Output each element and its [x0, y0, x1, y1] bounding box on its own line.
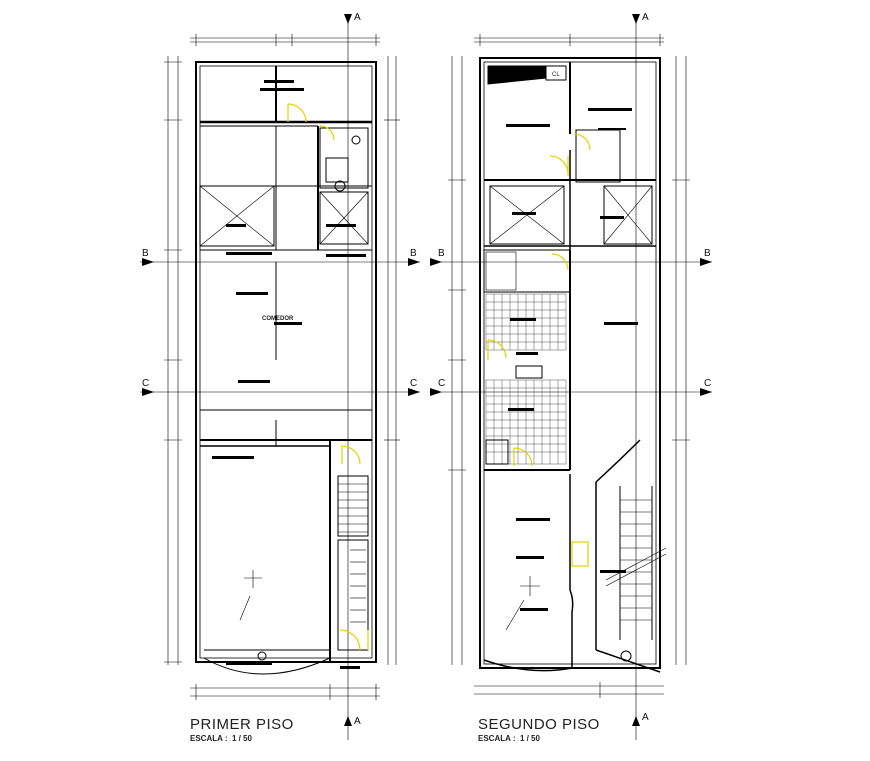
- scale-label-primer-piso: ESCALA : 1 / 50: [190, 734, 252, 743]
- room-label-comedor: COMEDOR: [262, 316, 294, 322]
- scale-label-segundo-piso: ESCALA : 1 / 50: [478, 734, 540, 743]
- axis-b-left-label: B: [142, 248, 149, 259]
- axis-b-right-label-2: B: [704, 248, 711, 259]
- plan-title-primer-piso: PRIMER PISO: [190, 716, 294, 733]
- axis-c-right-label: C: [410, 378, 418, 389]
- scale-label-text: ESCALA :: [190, 734, 228, 743]
- axis-c-right-label-2: C: [704, 378, 712, 389]
- axis-c-left-label: C: [142, 378, 150, 389]
- scale-value: 1 / 50: [519, 734, 540, 743]
- axis-b-right-label: B: [410, 248, 417, 259]
- axis-a-bottom-label: A: [354, 716, 361, 727]
- axis-markers: [142, 14, 712, 726]
- scale-label-text: ESCALA :: [478, 734, 516, 743]
- axis-c-left-label-2: C: [438, 378, 446, 389]
- axis-a-top-label-2: A: [642, 12, 649, 23]
- room-label-closet: CL: [552, 72, 560, 78]
- segundo-piso-plan: [430, 14, 712, 740]
- scale-value: 1 / 50: [231, 734, 252, 743]
- axis-b-left-label-2: B: [438, 248, 445, 259]
- axis-a-bottom-label-2: A: [642, 712, 649, 723]
- primer-piso-plan: [140, 14, 420, 740]
- plan-title-segundo-piso: SEGUNDO PISO: [478, 716, 600, 733]
- axis-a-top-label: A: [354, 12, 361, 23]
